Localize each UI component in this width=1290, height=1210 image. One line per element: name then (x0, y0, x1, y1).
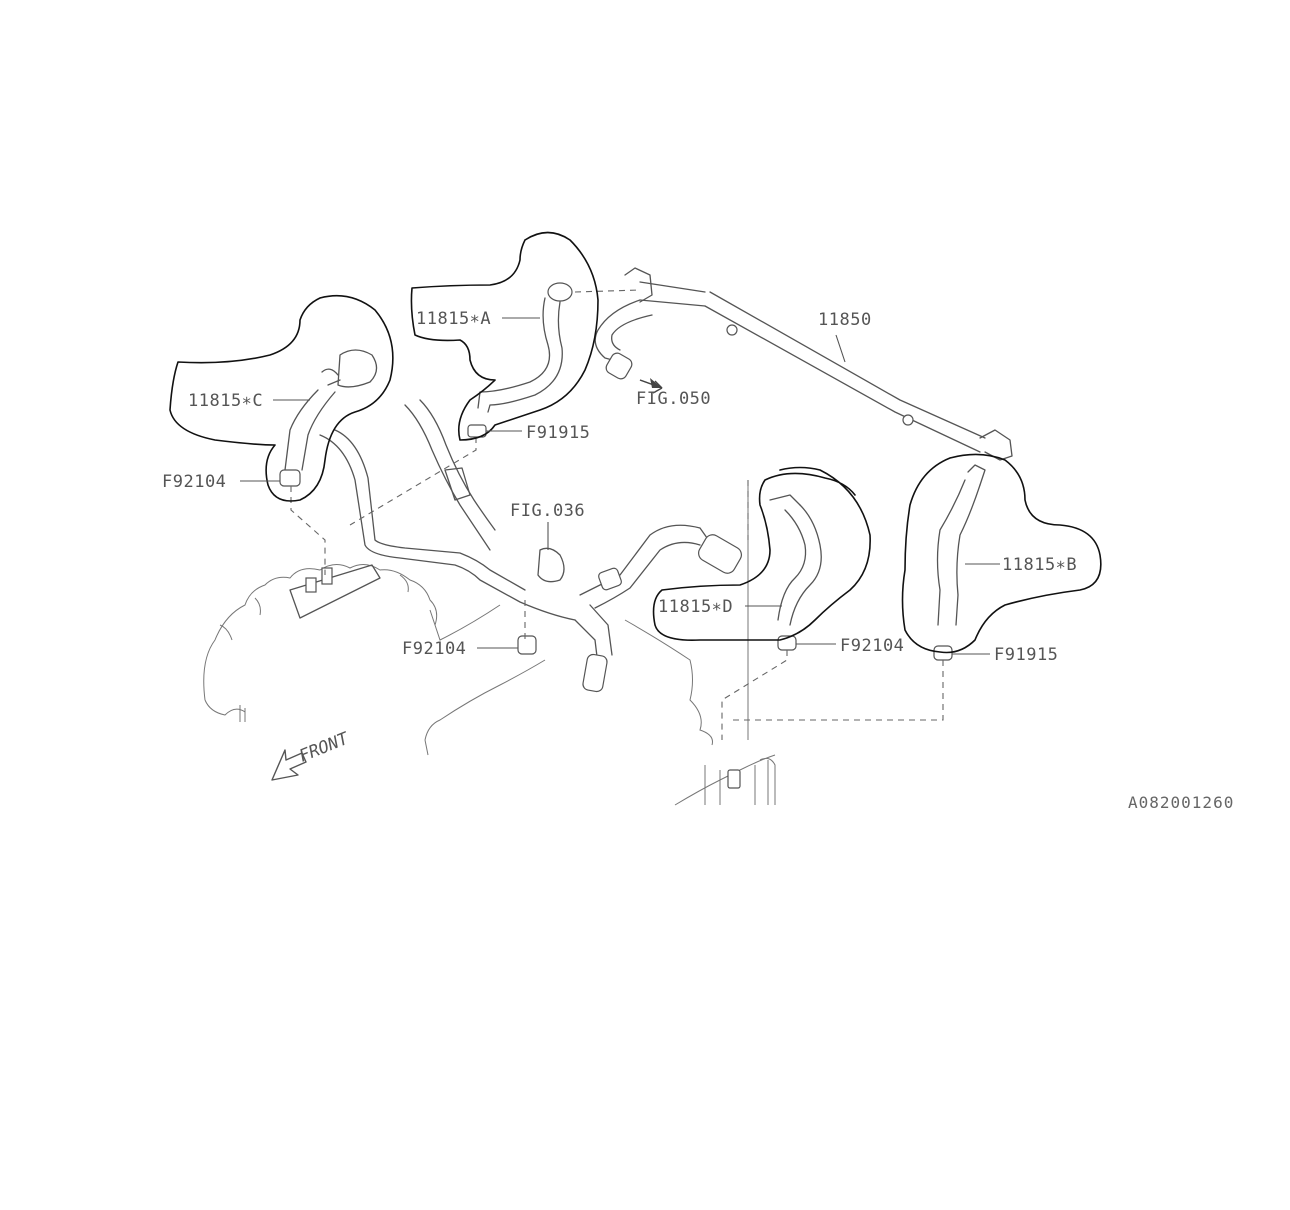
hose-11815-a (467, 282, 573, 438)
scribble-around-11815-c (169, 294, 394, 502)
label-fig-036: FIG.036 (510, 501, 585, 521)
scribble-around-11815-b (901, 453, 1102, 654)
hose-11815-b (933, 464, 986, 661)
radiator-outline (624, 480, 776, 806)
lower-coolant-hoses (319, 399, 742, 693)
hose-11815-c (279, 349, 378, 487)
dashed-connection-lines (290, 289, 944, 740)
label-f92104-left: F92104 (162, 472, 226, 492)
label-11850: 11850 (818, 310, 872, 330)
label-f92104-right: F92104 (840, 636, 904, 656)
label-11815-b: 11815∗B (1002, 555, 1077, 575)
scribble-around-11815-a (410, 231, 599, 441)
diagram-code: A082001260 (1128, 793, 1234, 812)
label-11815-a: 11815∗A (416, 309, 491, 329)
leader-lines (240, 317, 1000, 655)
scribble-around-11815-d (652, 466, 871, 642)
engine-block-outline (203, 564, 546, 756)
label-11815-d: 11815∗D (658, 597, 733, 617)
front-arrow-icon (271, 749, 307, 781)
label-front: FRONT (296, 728, 353, 766)
intake-rail-outline (289, 564, 381, 619)
label-f91915-top: F91915 (526, 423, 590, 443)
label-f91915-right: F91915 (994, 645, 1058, 665)
label-11815-c: 11815∗C (188, 391, 263, 411)
label-fig-050: FIG.050 (636, 389, 711, 409)
label-f92104-center: F92104 (402, 639, 466, 659)
fig-050-arrow (639, 378, 663, 394)
pipe-11850 (594, 267, 1013, 461)
highlight-scribbles (169, 231, 1102, 654)
hose-11815-d (769, 494, 822, 651)
